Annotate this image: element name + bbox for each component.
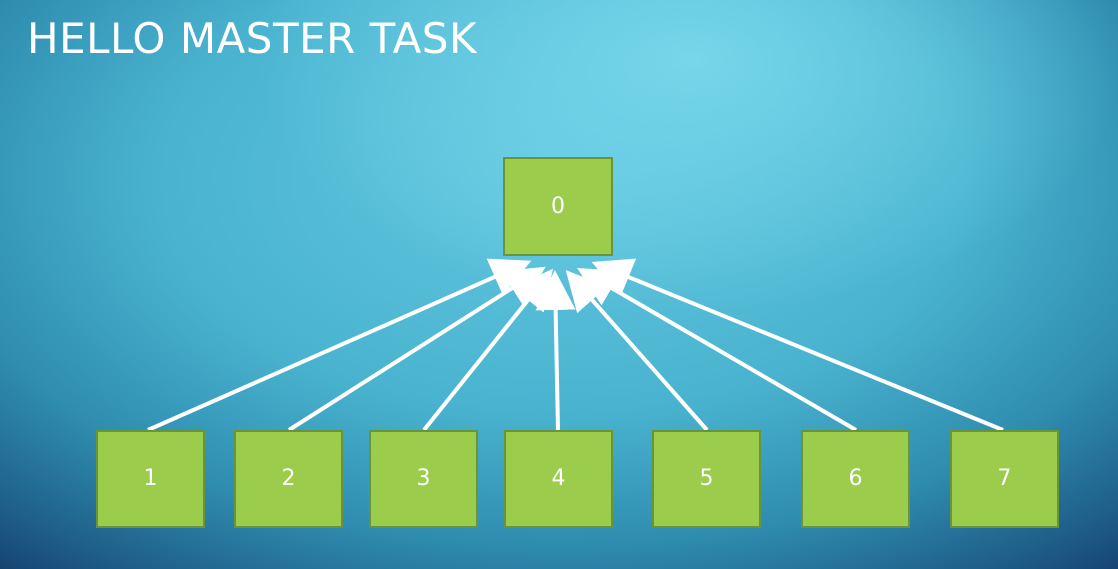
worker-task-node-7: 7 [950,430,1059,528]
arrow-4-to-0 [535,270,576,431]
arrow-3-to-0 [422,268,553,432]
arrow-6-to-0 [577,267,858,432]
master-task-node: 0 [503,157,613,256]
worker-task-node-4: 4 [504,430,613,528]
worker-task-node-6: 6 [801,430,910,528]
worker-task-label-6: 6 [848,466,863,491]
worker-task-label-3: 3 [416,466,431,491]
slide-title: HELLO MASTER TASK [27,14,478,63]
master-task-label: 0 [551,193,565,219]
worker-task-node-1: 1 [96,430,205,528]
arrow-1-to-0 [147,258,532,432]
worker-task-label-7: 7 [997,466,1012,491]
worker-task-label-1: 1 [143,466,158,491]
worker-task-label-5: 5 [699,466,714,491]
arrow-7-to-0 [591,258,1004,432]
worker-task-label-4: 4 [551,466,566,491]
arrow-2-to-0 [287,266,546,432]
worker-task-label-2: 2 [281,466,296,491]
worker-task-node-2: 2 [234,430,343,528]
worker-task-node-5: 5 [652,430,761,528]
worker-task-node-3: 3 [369,430,478,528]
